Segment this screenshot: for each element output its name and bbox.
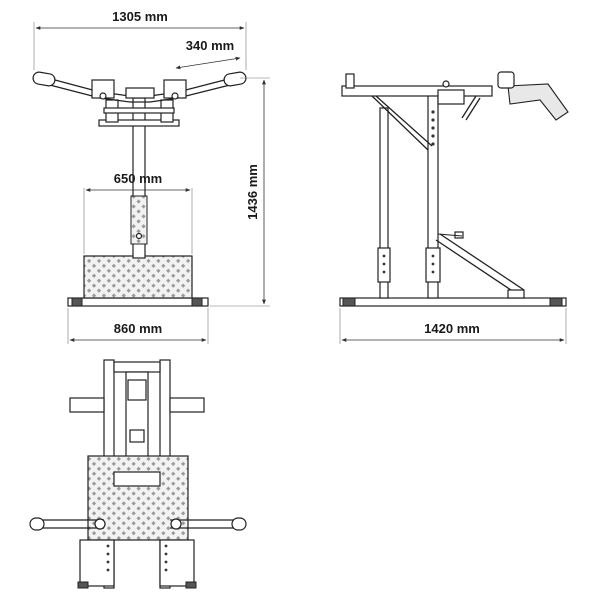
top-arm-left: [69, 397, 105, 413]
front-foot-left: [71, 297, 83, 307]
side-top-beam: [341, 85, 493, 97]
top-handle-right: [170, 519, 240, 529]
side-dimensions: 1420 mm: [339, 308, 567, 344]
top-arm-right: [169, 397, 205, 413]
front-view: [32, 71, 247, 307]
front-grip-left: [32, 71, 56, 87]
front-pin: [135, 232, 143, 240]
side-handle: [461, 95, 481, 121]
dim-height: 1436 mm: [245, 164, 260, 220]
front-center-block: [125, 87, 155, 99]
side-lever-arm: [435, 233, 525, 297]
top-handle-left: [36, 519, 104, 529]
front-grip-right: [223, 71, 247, 87]
front-dimensions: 1305 mm 340 mm 650 mm 1436 mm 860 mm: [33, 9, 270, 344]
front-foot-platform: [83, 255, 193, 299]
side-base: [339, 297, 567, 307]
front-column-plate: [130, 195, 148, 245]
side-diagonal-brace: [371, 95, 433, 151]
front-shoulder-bar: [98, 119, 180, 127]
dim-handle-spacing: 340 mm: [186, 38, 234, 53]
dim-base-width: 860 mm: [114, 321, 162, 336]
dim-platform-width: 650 mm: [114, 171, 162, 186]
top-view: [29, 359, 247, 589]
side-shoulder-pad: [507, 83, 569, 121]
front-foot-right: [191, 297, 203, 307]
front-base: [67, 297, 209, 307]
dim-depth: 1420 mm: [424, 321, 480, 336]
dim-line-handle-spacing: [175, 56, 241, 70]
side-view: [339, 71, 569, 307]
dim-overall-width: 1305 mm: [112, 9, 168, 24]
